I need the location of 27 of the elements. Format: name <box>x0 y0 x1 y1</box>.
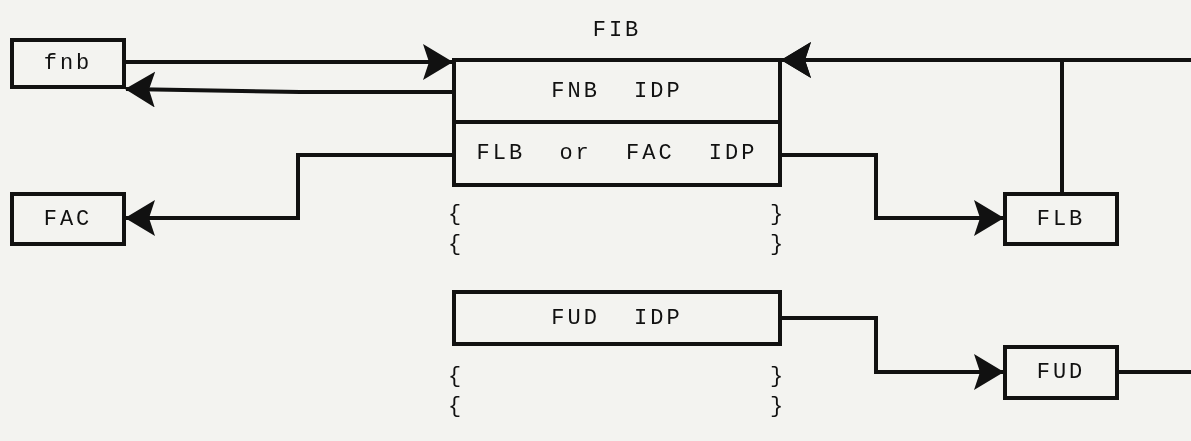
brace: { <box>448 364 462 390</box>
box-label: FUD <box>1036 360 1086 385</box>
brace: { <box>448 232 462 258</box>
brace: } <box>770 202 784 228</box>
box-label: FUD IDP <box>551 305 683 331</box>
brace: } <box>770 364 784 390</box>
box-label: fnb <box>43 51 93 76</box>
box-label: FNB IDP <box>551 78 683 104</box>
arrow <box>782 316 1004 390</box>
arrow <box>125 71 452 108</box>
brace: { <box>448 394 462 420</box>
brace: } <box>770 394 784 420</box>
box-label: FLB or FAC IDP <box>476 141 758 166</box>
table-title: FIB <box>592 18 642 43</box>
brace: } <box>770 232 784 258</box>
arrow <box>126 44 453 80</box>
process-box <box>10 192 126 246</box>
process-box <box>10 38 126 89</box>
arrow <box>782 153 1004 236</box>
box-label: FLB <box>1036 206 1086 232</box>
brace: { <box>448 202 462 228</box>
table-row-box <box>452 290 782 346</box>
arrow <box>125 153 452 236</box>
process-box <box>1003 192 1119 246</box>
process-box <box>1003 345 1119 400</box>
box-label: FAC <box>43 206 93 232</box>
arrow <box>781 42 1191 78</box>
